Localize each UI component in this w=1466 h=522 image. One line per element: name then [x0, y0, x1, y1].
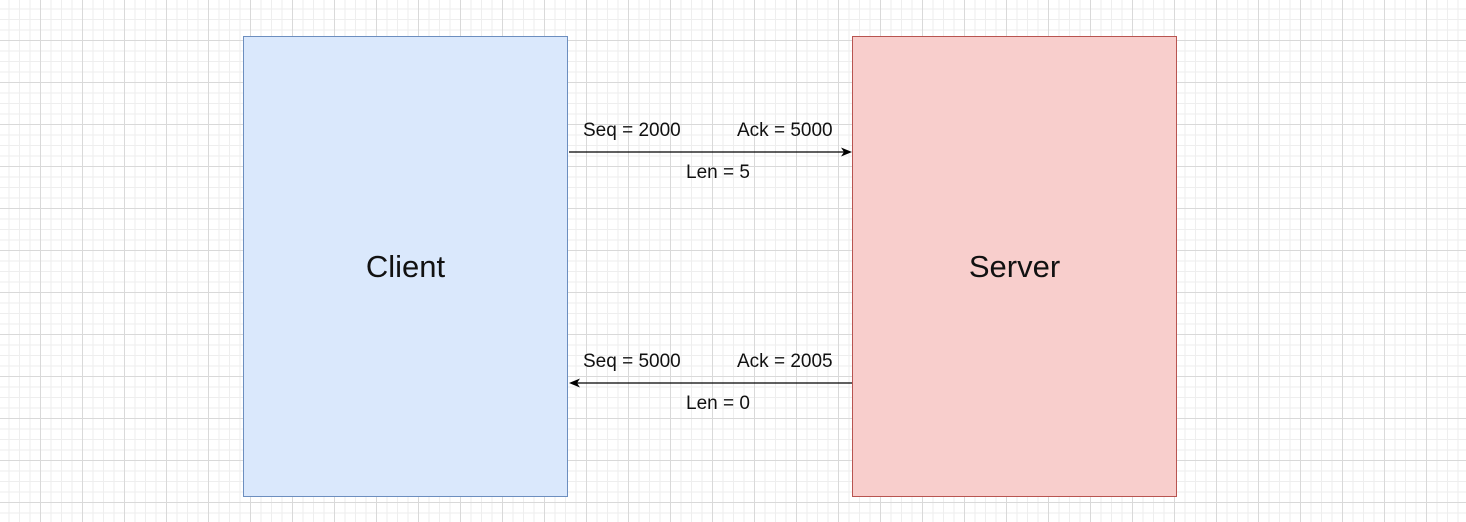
- request-seq-label: Seq = 2000: [583, 120, 681, 141]
- response-seq-label: Seq = 5000: [583, 351, 681, 372]
- response-ack-label: Ack = 2005: [737, 351, 833, 372]
- request-arrow: [569, 147, 852, 157]
- server-box: Server: [852, 36, 1177, 497]
- request-ack-label: Ack = 5000: [737, 120, 833, 141]
- response-arrow: [569, 378, 852, 388]
- server-label: Server: [968, 248, 1061, 284]
- client-box: Client: [243, 36, 568, 497]
- response-len-label: Len = 0: [686, 393, 750, 414]
- request-len-label: Len = 5: [686, 162, 750, 183]
- client-label: Client: [365, 248, 446, 284]
